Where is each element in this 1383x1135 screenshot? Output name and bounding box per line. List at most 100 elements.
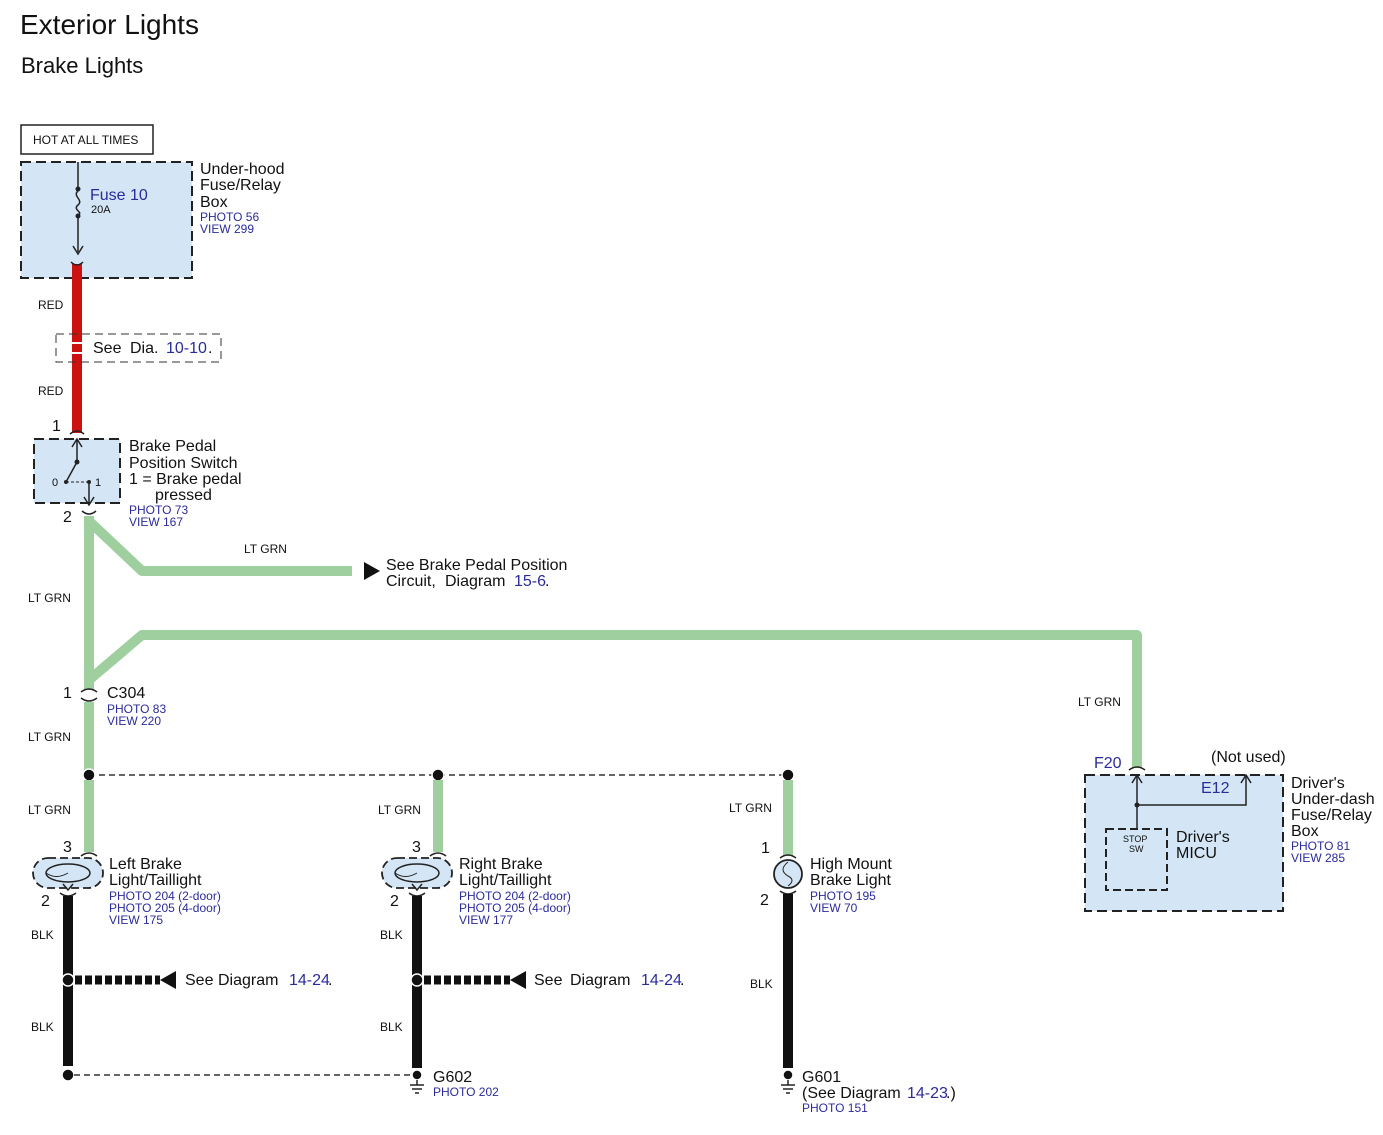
driver-underdash-box [1084, 774, 1284, 912]
fuse-symbol [75, 190, 81, 216]
underhood-box-name-2: Fuse/Relay [200, 177, 281, 194]
underhood-box-name-3: Box [200, 194, 228, 211]
ltgrn-label-c304: LT GRN [28, 730, 71, 744]
hot-label-box [20, 124, 154, 155]
blk-label-right-1: BLK [380, 928, 403, 942]
stop-sw-label-2: SW [1129, 844, 1144, 854]
fuse-node-top [75, 186, 81, 192]
driver-box-name-1: Driver's [1291, 775, 1345, 792]
splice-node-ground-left [61, 1068, 75, 1082]
g602-name: G602 [433, 1069, 472, 1086]
ltgrn-label-right-light: LT GRN [378, 803, 421, 817]
see-brake-circuit-suffix: . [545, 573, 549, 590]
see-1424-arrow-left [160, 971, 176, 989]
ltgrn-label-main: LT GRN [28, 591, 71, 605]
see-brake-circuit-ref[interactable]: 15-6 [514, 573, 546, 590]
right-light-photo-2: PHOTO 205 (4-door) [459, 901, 571, 915]
driver-box-pin-f20: F20 [1094, 755, 1122, 772]
driver-box-arrow-f20 [1131, 773, 1143, 784]
see-dia-1010-ref[interactable]: 10-10 [166, 340, 207, 357]
g602-ground-icon [410, 1080, 424, 1094]
ltgrn-label-right: LT GRN [1078, 695, 1121, 709]
brake-switch-photo: PHOTO 73 [129, 503, 188, 517]
brake-switch-view: VIEW 167 [129, 515, 183, 529]
g602-node [411, 1069, 423, 1081]
highmount-view: VIEW 70 [810, 901, 858, 915]
see-1424-right-prefix: See [534, 972, 563, 989]
c304-terminal-top [80, 688, 98, 693]
page-title: Exterior Lights [20, 9, 199, 40]
splice-node-left [82, 768, 96, 782]
right-light-terminal-top [429, 852, 447, 857]
micu-label-1: Driver's [1176, 829, 1230, 846]
right-light-pin-2: 2 [390, 893, 399, 910]
left-light-filament [45, 872, 69, 877]
g601-photo: PHOTO 151 [802, 1101, 868, 1115]
fuse-arrow [72, 245, 84, 256]
brake-circuit-arrow [364, 562, 380, 580]
red-wire-label-1: RED [38, 298, 64, 312]
see-brake-circuit-line2a: Circuit, [386, 573, 436, 590]
left-light-name-1: Left Brake [109, 856, 182, 873]
g601-see-prefix: (See Diagram [802, 1085, 901, 1102]
c304-name: C304 [107, 685, 145, 702]
highmount-bulb [773, 859, 803, 889]
page-subtitle: Brake Lights [21, 53, 143, 78]
blk-label-left-1: BLK [31, 928, 54, 942]
g601-name: G601 [802, 1069, 841, 1086]
blk-label-left-2: BLK [31, 1020, 54, 1034]
splice-node-blk-left [61, 973, 75, 987]
brake-switch-name-1: Brake Pedal [129, 438, 216, 455]
driver-box-name-2: Under-dash [1291, 791, 1375, 808]
g601-node [782, 1069, 794, 1081]
right-light-pin-3: 3 [412, 839, 421, 856]
brake-switch-pos-0: 0 [52, 477, 58, 489]
driver-box-terminal-f20 [1128, 766, 1146, 771]
highmount-pin-2: 2 [760, 892, 769, 909]
see-brake-circuit-line2b: Diagram [445, 573, 505, 590]
blk-label-highmount: BLK [750, 977, 773, 991]
stop-sw-label-1: STOP [1123, 834, 1147, 844]
fuse-name: Fuse 10 [90, 187, 148, 204]
c304-view: VIEW 220 [107, 714, 161, 728]
blk-label-right-2: BLK [380, 1020, 403, 1034]
see-1424-left-ref[interactable]: 14-24 [289, 972, 330, 989]
highmount-terminal-bottom [779, 890, 797, 895]
driver-box-name-3: Fuse/Relay [1291, 807, 1372, 824]
ltgrn-wires-upper [84, 516, 1142, 768]
ltgrn-label-left: LT GRN [28, 803, 71, 817]
brake-switch-name-2: Position Switch [129, 455, 238, 472]
highmount-name-1: High Mount [810, 856, 892, 873]
left-light-photo-1: PHOTO 204 (2-door) [109, 889, 221, 903]
hot-label: HOT AT ALL TIMES [33, 133, 138, 147]
left-light-name-2: Light/Taillight [109, 872, 202, 889]
see-brake-circuit-line1: See Brake Pedal Position [386, 557, 567, 574]
g601-ref[interactable]: 14-23 [907, 1085, 948, 1102]
see-1424-right-ref[interactable]: 14-24 [641, 972, 682, 989]
g602-photo: PHOTO 202 [433, 1085, 499, 1099]
left-light-terminal-bottom [59, 892, 77, 897]
g601-ground-icon [781, 1080, 795, 1094]
c304-terminal-bottom [80, 697, 98, 702]
see-1424-right-dia: Diagram [570, 972, 630, 989]
driver-box-pin-e12: E12 [1201, 780, 1230, 797]
left-light-pin-3: 3 [63, 839, 72, 856]
brake-switch-arrow-bottom [83, 496, 95, 507]
micu-label-2: MICU [1176, 845, 1217, 862]
highmount-terminal-top [779, 854, 797, 859]
right-light-name-2: Light/Taillight [459, 872, 552, 889]
fuse-box-terminal [70, 261, 84, 266]
underhood-box-view: VIEW 299 [200, 222, 254, 236]
see-dia-1010-box [55, 333, 222, 363]
brake-switch-name-3: 1 = Brake pedal [129, 471, 242, 488]
right-light-terminal-bottom [408, 892, 426, 897]
right-light-view: VIEW 177 [459, 913, 513, 927]
brake-switch-terminal-bottom [81, 510, 97, 515]
brake-switch-blade [65, 461, 78, 483]
ltgrn-label-branch: LT GRN [244, 542, 287, 556]
c304-photo: PHOTO 83 [107, 702, 166, 716]
underhood-box-photo: PHOTO 56 [200, 210, 259, 224]
right-light-arrow [411, 883, 423, 892]
see-1424-left-dia: Diagram [218, 972, 278, 989]
